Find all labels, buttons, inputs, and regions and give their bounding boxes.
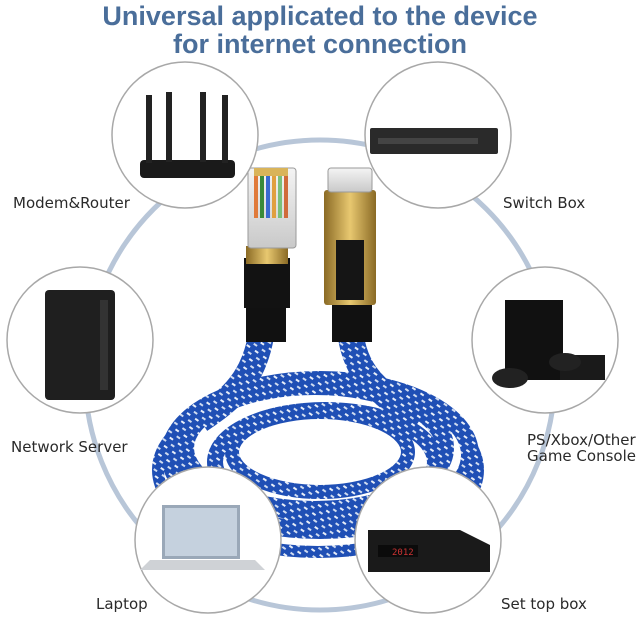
device-circle-set-top-box: 2012 xyxy=(354,466,502,614)
rj45-connector-right xyxy=(324,167,376,342)
title-line-2: for internet connection xyxy=(172,29,467,59)
device-circle-switch xyxy=(364,61,512,209)
cable-coil xyxy=(152,371,484,558)
device-circle-game-console xyxy=(471,266,619,414)
label-ps-xbox-line-1: PS/Xbox/Other xyxy=(527,431,636,449)
page-title: Universal applicated to the device for i… xyxy=(0,2,640,58)
title-line-1: Universal applicated to the device xyxy=(102,1,538,31)
cable-strand-right xyxy=(337,328,428,431)
label-modem-router: Modem&Router xyxy=(13,194,130,212)
label-laptop: Laptop xyxy=(96,595,148,613)
device-circle-network-server xyxy=(6,266,154,414)
label-ps-xbox-line-2: Game Console xyxy=(527,447,636,465)
rj45-connector-left xyxy=(244,167,297,342)
device-circle-laptop xyxy=(134,466,282,614)
label-set-top-box: Set top box xyxy=(501,595,587,613)
svg-text:2012: 2012 xyxy=(392,548,414,558)
label-network-server: Network Server xyxy=(11,438,128,456)
cable-strand-left xyxy=(192,327,275,431)
device-circle-router xyxy=(111,61,259,209)
label-switch-box: Switch Box xyxy=(503,194,586,212)
